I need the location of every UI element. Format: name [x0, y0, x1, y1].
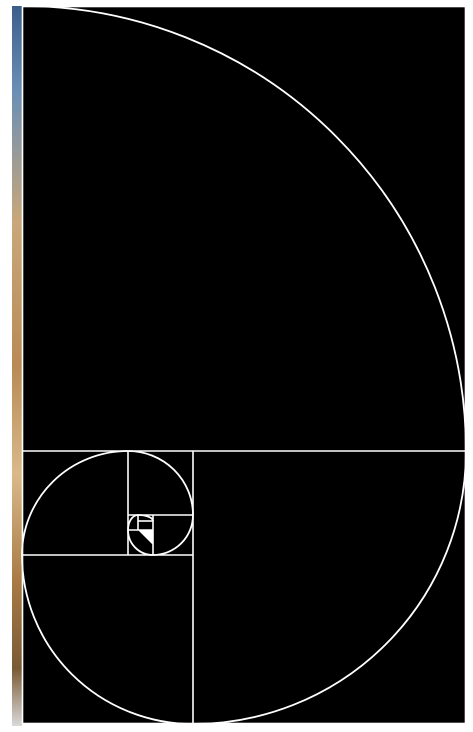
spiral-background [22, 6, 466, 724]
